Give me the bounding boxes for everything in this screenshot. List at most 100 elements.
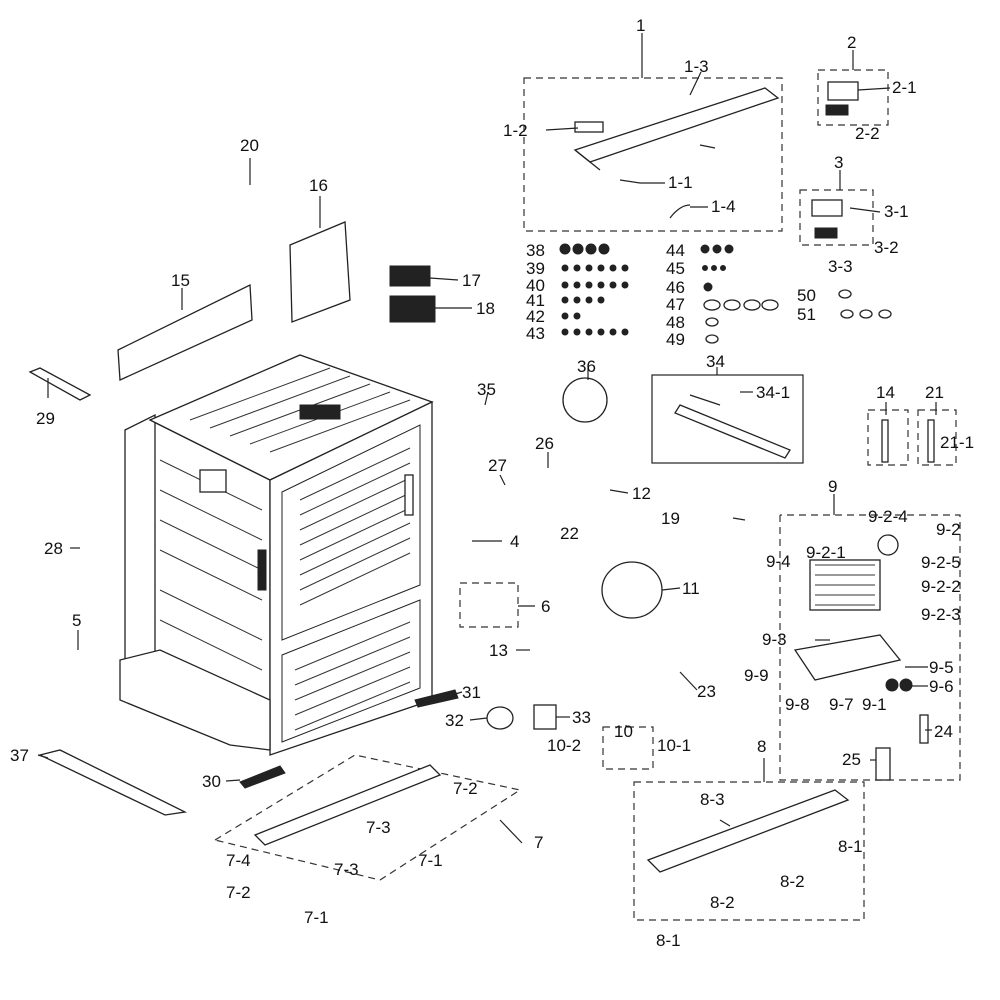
callout-51: 51 [797,305,816,324]
callout-33: 33 [572,708,591,727]
part-32-shape [486,706,514,730]
callout-21-1: 21-1 [940,433,974,452]
callout-32: 32 [445,711,464,730]
assembly-34 [651,374,804,464]
panel-15-shape [117,283,253,381]
callout-9-2-2: 9-2-2 [921,577,961,596]
assembly-8-box [633,781,865,921]
callout-8-1b: 8-1 [656,931,681,950]
callout-14: 14 [876,383,895,402]
part-18-shape [389,295,436,323]
callout-17: 17 [462,271,481,290]
callout-1-2: 1-2 [503,121,528,140]
callout-11: 11 [682,579,700,598]
callout-7-4: 7-4 [226,851,251,870]
callout-39: 39 [526,259,545,278]
assembly-9 [779,514,961,781]
callout-41: 41 [526,291,545,310]
callout-8-2a: 8-2 [780,872,805,891]
callout-34-1: 34-1 [756,383,790,402]
callout-23: 23 [697,682,716,701]
callout-28: 28 [44,539,63,558]
callout-8: 8 [757,737,766,756]
cabinet-assembly [119,354,434,756]
callout-8-3: 8-3 [700,790,725,809]
callout-48: 48 [666,313,685,332]
callout-8-1a: 8-1 [838,837,863,856]
callout-1-1: 1-1 [668,173,693,192]
callout-46: 46 [666,278,685,297]
callout-36: 36 [577,357,596,376]
callout-47: 47 [666,295,685,314]
callout-21: 21 [925,383,944,402]
callout-25: 25 [842,750,861,769]
assembly-10-box [602,726,654,770]
callout-9-2-5: 9-2-5 [921,553,961,572]
callout-labels: 1 1-3 1-2 1-1 1-4 2 2-1 2-2 3 3-1 3-2 3-… [10,16,974,950]
callout-43: 43 [526,324,545,343]
part-21-shape [927,419,935,463]
callout-9-6: 9-6 [929,677,954,696]
callout-1: 1 [636,16,645,35]
callout-3-2: 3-2 [874,238,899,257]
part-17-shape [389,265,431,287]
callout-9-5: 9-5 [929,658,954,677]
callout-29: 29 [36,409,55,428]
callout-9-3: 9-3 [762,630,787,649]
callout-2-1: 2-1 [892,78,917,97]
callout-38: 38 [526,241,545,260]
callout-3-3: 3-3 [828,257,853,276]
part-33-shape [533,704,557,730]
filter-25-shape [875,747,891,781]
callout-35: 35 [477,380,496,399]
rail-37-shape [38,749,188,816]
part-24-shape [919,714,929,744]
callout-49: 49 [666,330,685,349]
callout-44: 44 [666,241,685,260]
callout-12: 12 [632,484,651,503]
callout-1-3: 1-3 [684,57,709,76]
callout-9-9: 9-9 [744,666,769,685]
callout-19: 19 [661,509,680,528]
assembly-1 [523,77,783,232]
callout-10-1: 10-1 [657,736,691,755]
callout-15: 15 [171,271,190,290]
fastener-grid [559,243,892,344]
leader-lines [37,33,937,844]
callout-7-3a: 7-3 [366,818,391,837]
callout-10: 10 [614,722,633,741]
callout-34: 34 [706,352,725,371]
callout-31: 31 [462,683,481,702]
part-14-shape [881,419,889,463]
part-30-shape [239,765,286,789]
callout-42: 42 [526,307,545,326]
callout-7-2b: 7-2 [226,883,251,902]
callout-20: 20 [240,136,259,155]
callout-9-2: 9-2 [936,520,961,539]
callout-40: 40 [526,276,545,295]
callout-9-1: 9-1 [862,695,887,714]
compressor-11-shape [601,561,663,619]
callout-8-2b: 8-2 [710,893,735,912]
part-7-shape [253,764,442,846]
assembly-6-box [459,582,519,628]
callout-9-8: 9-8 [785,695,810,714]
fan-36-shape [562,377,608,423]
callout-7-3b: 7-3 [334,860,359,879]
callout-7-1b: 7-1 [304,908,329,927]
callout-9: 9 [828,477,837,496]
callout-2: 2 [847,33,856,52]
callout-37: 37 [10,746,29,765]
assembly-2 [817,69,889,126]
callout-3: 3 [834,153,843,172]
callout-10-2: 10-2 [547,736,581,755]
callout-9-2-1: 9-2-1 [806,543,846,562]
callout-1-4: 1-4 [711,197,736,216]
bar-29-shape [28,367,92,401]
callout-5: 5 [72,611,81,630]
callout-7: 7 [534,833,543,852]
callout-45: 45 [666,259,685,278]
callout-7-2a: 7-2 [453,779,478,798]
assembly-3 [799,189,874,246]
